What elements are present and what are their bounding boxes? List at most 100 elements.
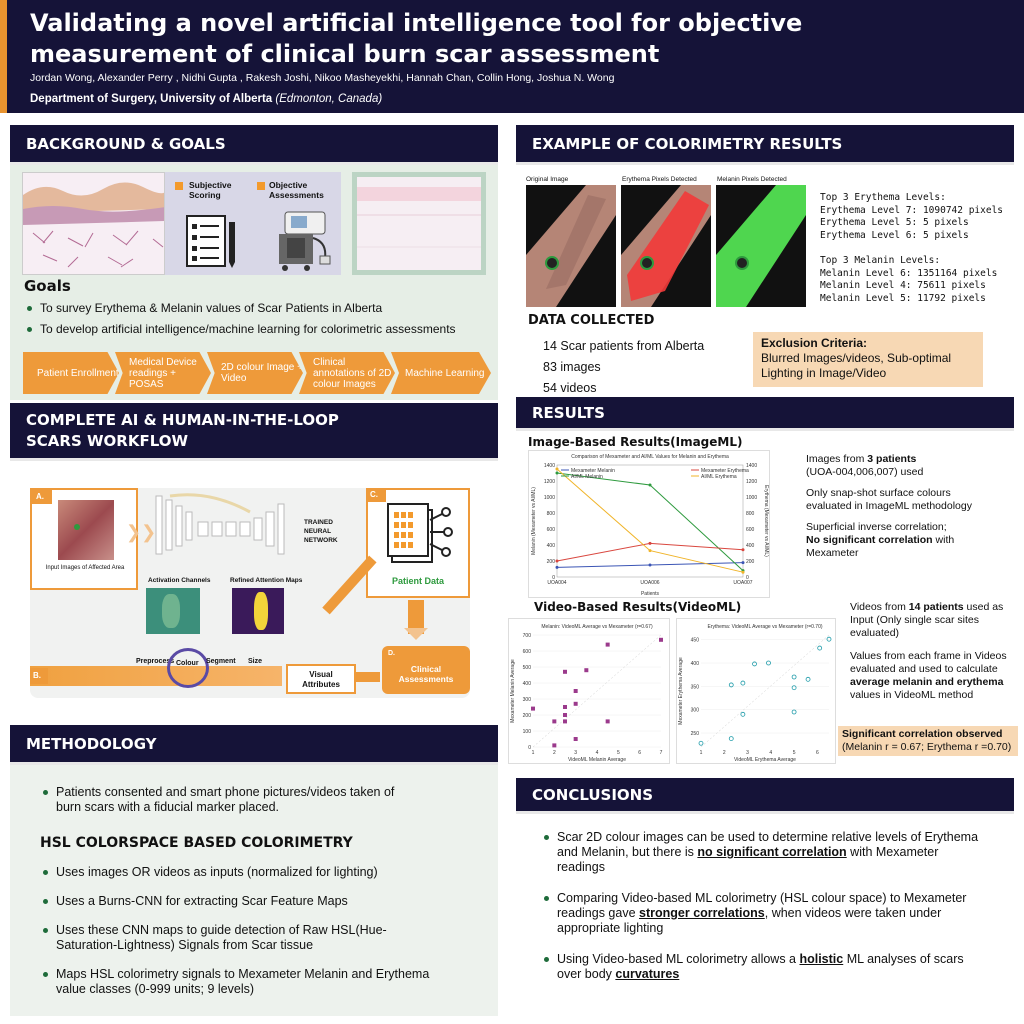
skin-layer-illustration — [22, 172, 165, 275]
legend-label: AI/ML Erythema — [701, 474, 737, 480]
series-point — [741, 570, 745, 574]
normal-skin-graphic — [357, 177, 481, 270]
clinical-label-line-1: Clinical — [410, 664, 442, 674]
y-tick-label: 400 — [691, 661, 700, 667]
arrow-down-icon — [408, 600, 424, 634]
poster-header: Validating a novel artificial intelligen… — [0, 0, 1024, 113]
y2-tick-label: 1200 — [746, 479, 757, 485]
attention-map-image — [232, 588, 284, 634]
conclusion-item: Using Video-based ML colorimetry allows … — [543, 952, 983, 982]
image-results-3-pre: Superficial inverse correlation; — [806, 521, 947, 533]
activation-blob — [162, 594, 180, 628]
video-results-line-1: Videos from 14 patients used as Input (O… — [850, 601, 1022, 640]
trend-line — [700, 634, 830, 748]
workflow-step-a: A. Input Images of Affected Area — [30, 488, 138, 590]
data-item: 54 videos — [543, 381, 597, 395]
preprocess-label: Preprocess — [136, 658, 175, 665]
conclusion-3-pre: Using Video-based ML colorimetry allows … — [557, 952, 800, 966]
hsl-item: Uses images OR videos as inputs (normali… — [42, 865, 442, 880]
scatter-point — [791, 709, 797, 715]
x-tick-label: 4 — [769, 750, 772, 756]
colour-highlight-circle — [167, 648, 209, 688]
clinical-label-line-2: Assessments — [398, 674, 454, 684]
chart-title: Melanin: VideoML Average vs Mexameter (r… — [541, 624, 653, 630]
trained-label-line-1: TRAINED — [304, 519, 333, 526]
trained-label-line-3: NETWORK — [304, 537, 338, 544]
y2-tick-label: 0 — [746, 575, 749, 581]
input-images-caption: Input Images of Affected Area — [45, 565, 125, 571]
chart-title: Comparison of Mexameter and AI/ML Values… — [571, 454, 729, 460]
y-axis-label: Mexameter Erythema Average — [678, 657, 684, 725]
y-tick-label: 1000 — [544, 495, 555, 501]
video-results-2-pre: Values from each frame in Videos evaluat… — [850, 650, 1007, 675]
exclusion-heading: Exclusion Criteria: — [761, 336, 868, 350]
significant-correlation-box: Significant correlation observed (Melani… — [838, 726, 1018, 756]
refined-attention-label: Refined Attention Maps — [230, 577, 303, 584]
video-results-text: Videos from 14 patients used as Input (O… — [850, 601, 1022, 702]
series-point — [648, 541, 652, 545]
step-b-label: B. — [30, 668, 48, 684]
y2-tick-label: 200 — [746, 559, 755, 565]
scatter-point — [728, 736, 734, 741]
x-tick-label: UOA004 — [547, 580, 566, 586]
conclusion-1-post: with Mexameter readings — [557, 845, 939, 874]
original-image-label: Original Image — [526, 176, 569, 183]
scatter-point — [563, 713, 567, 717]
image-results-1-post: (UOA-004,006,007) used — [806, 466, 924, 478]
hsl-list: Uses images OR videos as inputs (normali… — [42, 865, 442, 1003]
original-scar-image — [526, 185, 616, 307]
image-results-line-3: Superficial inverse correlation;No signi… — [806, 521, 996, 560]
scatter-point — [531, 706, 535, 711]
goal-item: To develop artificial intelligence/machi… — [26, 322, 466, 337]
size-label: Size — [248, 658, 263, 665]
x-axis-label: VideoML Erythema Average — [734, 757, 796, 763]
x-tick-label: 5 — [617, 750, 620, 756]
x-tick-label: 1 — [700, 750, 703, 756]
colour-label: Colour — [176, 660, 199, 667]
x-tick-label: 2 — [553, 750, 556, 756]
activation-map-image — [146, 588, 200, 634]
y-tick-label: 700 — [523, 633, 532, 639]
workflow-heading-line-1: COMPLETE AI & HUMAN-IN-THE-LOOP — [26, 410, 339, 429]
image-results-line-2: Only snap-shot surface colours evaluated… — [806, 487, 972, 512]
melanin-scatter-chart: Melanin: VideoML Average vs Mexameter (r… — [508, 618, 670, 764]
data-collected-heading: DATA COLLECTED — [528, 313, 655, 328]
hsl-heading: HSL COLORSPACE BASED COLORIMETRY — [40, 835, 353, 851]
y-tick-label: 800 — [547, 511, 556, 517]
y-tick-label: 600 — [523, 649, 532, 655]
erythema-pixels-image — [621, 185, 711, 307]
hsl-item: Maps HSL colorimetry signals to Mexamete… — [42, 967, 442, 997]
header-accent — [0, 0, 7, 113]
erythema-scatter-chart: Erythema: VideoML Average vs Mexameter (… — [676, 618, 836, 764]
methodology-item: Patients consented and smart phone pictu… — [42, 785, 412, 815]
y-tick-label: 500 — [523, 665, 532, 671]
conclusion-item: Comparing Video-based ML colorimetry (HS… — [543, 891, 983, 936]
scatter-point — [563, 705, 567, 709]
scatter-point — [605, 642, 610, 647]
workflow-diagram: A. Input Images of Affected Area ❯❯ TRAI… — [30, 488, 470, 698]
segment-label: Segment — [206, 658, 236, 665]
scatter-point — [573, 701, 578, 706]
data-item: 83 images — [543, 360, 601, 374]
series-point — [555, 559, 559, 563]
goals-heading: Goals — [24, 277, 71, 295]
conclusion-2-bold: stronger correlations — [639, 906, 765, 920]
subjective-label-line-1: Subjective — [189, 180, 232, 190]
exclusion-text: Blurred Images/videos, Sub-optimal Light… — [761, 351, 952, 380]
background-heading: BACKGROUND & GOALS — [10, 125, 498, 165]
step-c-label: C. — [366, 488, 386, 502]
exclusion-criteria-box: Exclusion Criteria: Blurred Images/video… — [753, 332, 983, 387]
conclusion-item: Scar 2D colour images can be used to det… — [543, 830, 983, 875]
objective-label-line-1: Objective — [269, 180, 308, 190]
x-axis-label: VideoML Melanin Average — [568, 757, 626, 763]
patient-data-label: Patient Data — [391, 576, 444, 586]
series-point — [648, 483, 652, 487]
y-tick-label: 600 — [547, 527, 556, 533]
flow-step: Machine Learning — [391, 352, 491, 394]
chart-title: Erythema: VideoML Average vs Mexameter (… — [707, 624, 822, 630]
flow-step: Patient Enrollment — [23, 352, 119, 394]
series-line — [556, 542, 744, 562]
scatter-point — [791, 674, 797, 680]
